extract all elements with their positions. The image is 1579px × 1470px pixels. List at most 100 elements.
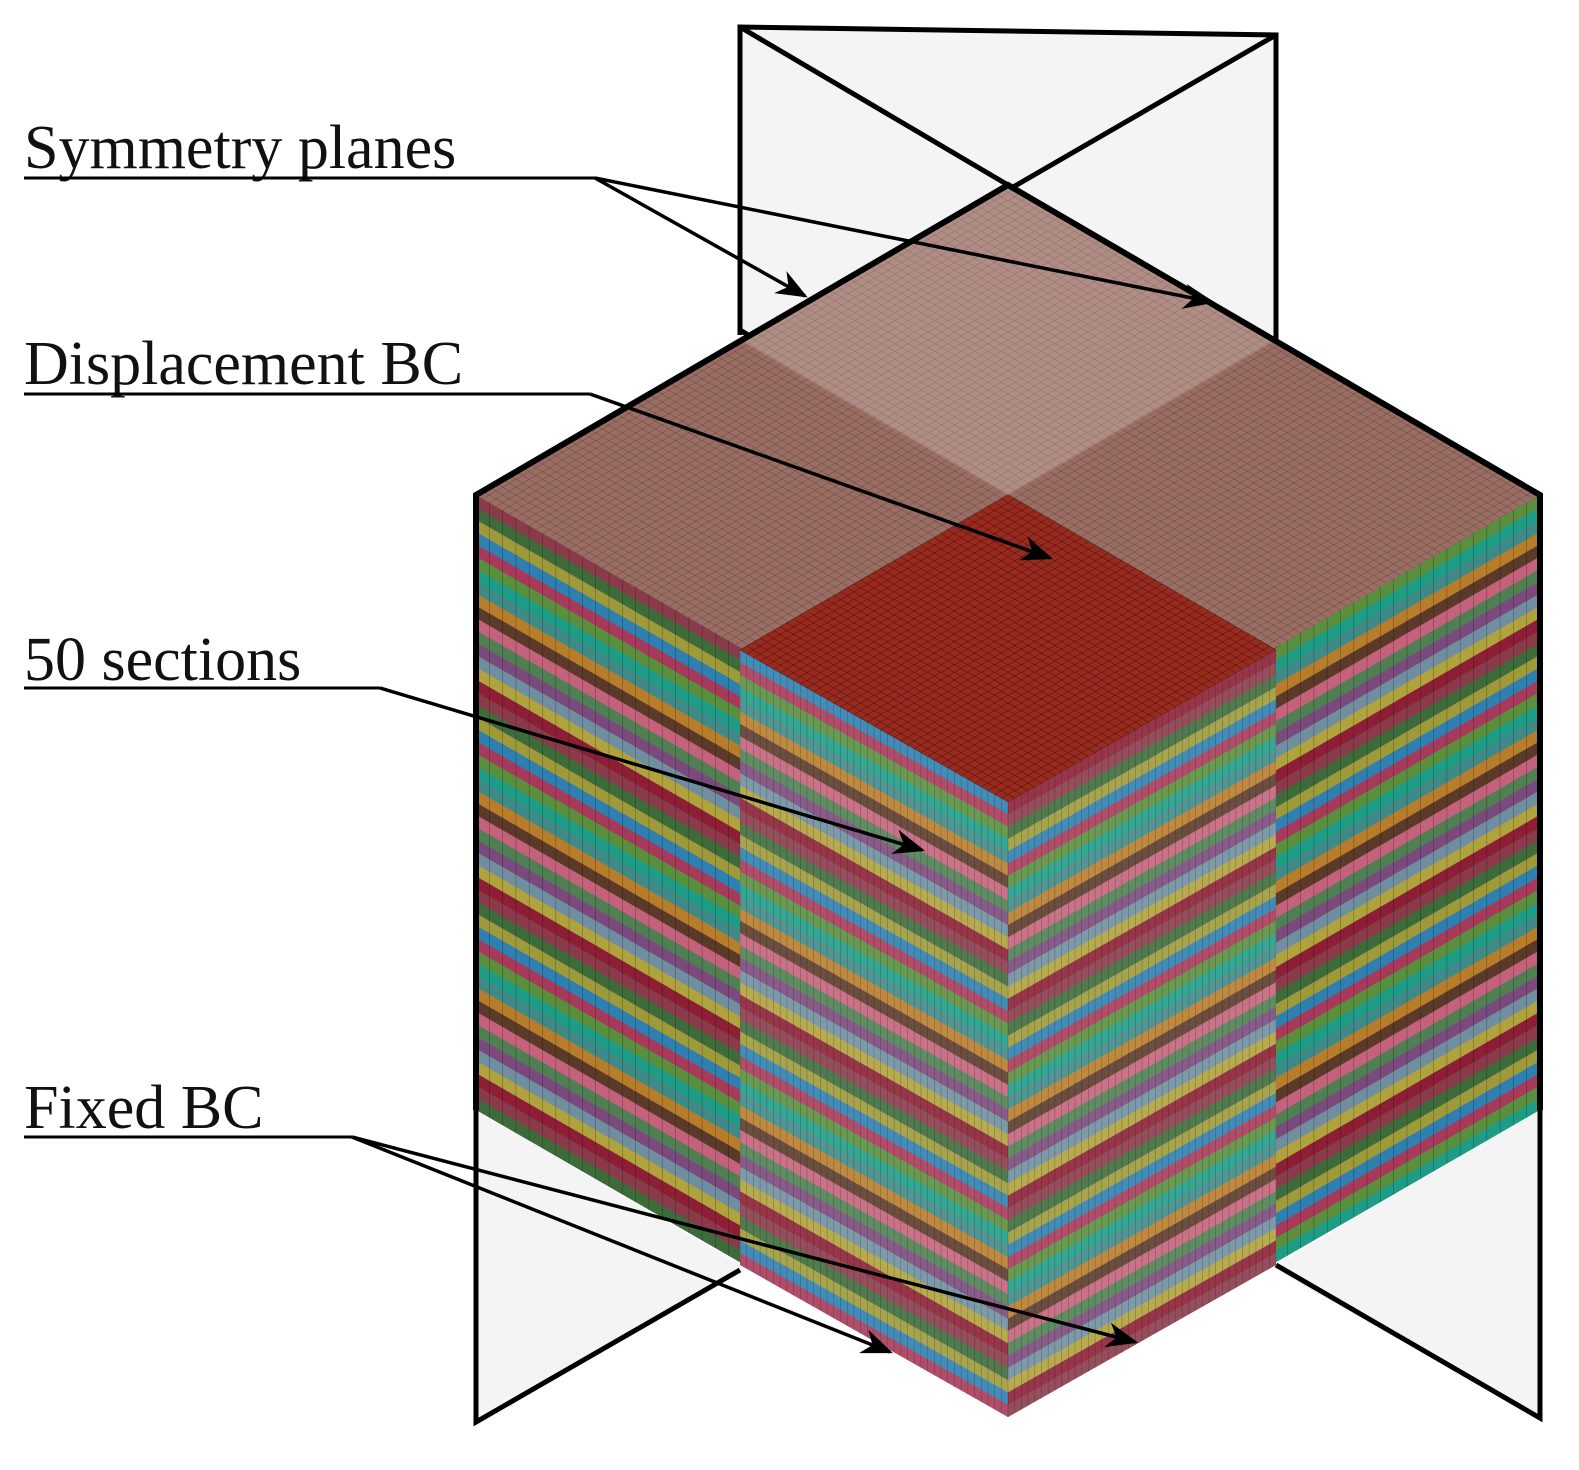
mesh-line [927, 603, 1196, 757]
section-layer [1008, 1117, 1276, 1283]
mesh-line [755, 331, 1288, 642]
section-layer [740, 662, 1008, 828]
section-layer [1008, 650, 1276, 815]
symmetry-planes-arrow-2 [594, 176, 1216, 309]
section-layer [1008, 1228, 1276, 1393]
section-layer [1008, 1240, 1276, 1406]
mesh-line [840, 591, 1109, 746]
mesh-line [974, 204, 1507, 515]
mesh-line [887, 564, 1156, 719]
mesh-line [940, 610, 1210, 765]
displacement-bc-face [740, 495, 1276, 802]
symmetry-planes-arrow-1 [594, 176, 808, 298]
mesh-line [515, 207, 1049, 519]
section-layer [1008, 1006, 1276, 1172]
mesh-line [1007, 649, 1277, 803]
section-layer [740, 760, 1008, 926]
mesh-line [914, 238, 1448, 549]
inner-right-face [1008, 650, 1276, 1417]
symmetry-plane-lower-right-edge [1274, 1110, 1543, 1423]
fixed-bc-label: Fixed BC [24, 1074, 263, 1142]
section-layer [1008, 932, 1276, 1098]
section-layer [740, 686, 1008, 852]
mesh-line [780, 517, 1049, 674]
section-layer [740, 1006, 1008, 1172]
sections-arrow [379, 686, 926, 854]
mesh-line [853, 583, 1123, 738]
section-layer [1008, 711, 1276, 877]
symmetry-planes-label: Symmetry planes [24, 114, 456, 182]
mesh-line [854, 273, 1388, 584]
mesh-line [887, 579, 1156, 734]
mesh-line [947, 614, 1216, 769]
section-layer [1008, 1215, 1276, 1381]
mesh-line [981, 634, 1250, 788]
mesh-line [595, 254, 1128, 565]
section-layer [740, 736, 1008, 901]
section-layer [1008, 1019, 1276, 1184]
section-layer [1008, 723, 1276, 889]
mesh-line [575, 242, 1108, 553]
mesh-line [987, 196, 1521, 507]
mesh-line [768, 324, 1301, 634]
section-layer [740, 994, 1008, 1160]
section-layer [740, 1117, 1008, 1283]
section-layer [740, 957, 1008, 1123]
mesh-line [759, 638, 1029, 791]
mesh-line [860, 564, 1129, 719]
mesh-line [786, 521, 1056, 677]
mesh-line [947, 529, 1216, 685]
section-layer [1008, 674, 1276, 840]
section-layer [1008, 1166, 1276, 1332]
section-layer [1008, 773, 1276, 938]
section-layer [1008, 846, 1276, 1012]
mesh-line [881, 258, 1414, 569]
section-layer [740, 982, 1008, 1147]
symmetry-plane-b-edge [1006, 32, 1278, 193]
mesh-line [793, 525, 1062, 681]
mesh-line [753, 641, 1022, 795]
mesh-line [635, 277, 1168, 588]
mesh-line [522, 211, 1055, 523]
mesh-line [987, 506, 1257, 662]
mesh-line [715, 324, 1248, 634]
section-layer [1008, 809, 1276, 975]
displacement-bc-label: Displacement BC [24, 330, 463, 398]
mesh-line [967, 207, 1501, 519]
section-layer [740, 945, 1008, 1111]
mesh-line [648, 285, 1182, 596]
mesh-line [894, 250, 1428, 561]
section-layer [740, 859, 1008, 1024]
mesh-line [795, 308, 1328, 619]
mesh-line [914, 548, 1183, 704]
mesh-line [602, 258, 1135, 569]
section-layer [1008, 834, 1276, 1000]
mesh-line [934, 607, 1203, 761]
symmetry-plane-lower-left-edge [473, 1110, 742, 1427]
mesh-line [821, 293, 1354, 603]
mesh-line [786, 622, 1056, 776]
mesh-line [814, 297, 1348, 607]
section-layer [1008, 699, 1276, 865]
mesh-line [826, 545, 1096, 700]
section-layer [1008, 1043, 1276, 1209]
mesh-line [868, 266, 1401, 576]
mesh-line [867, 568, 1136, 723]
section-layer [740, 1105, 1008, 1270]
section-layer [1008, 908, 1276, 1074]
mesh-line [987, 638, 1257, 791]
mesh-line [908, 242, 1441, 553]
mesh-line [981, 510, 1250, 666]
mesh-line [940, 533, 1210, 689]
section-layer [1008, 1080, 1276, 1246]
mesh-line [542, 223, 1075, 534]
mesh-line [900, 587, 1169, 742]
mesh-line [582, 246, 1115, 557]
mesh-line [927, 541, 1196, 696]
section-layer [740, 809, 1008, 975]
mesh-line [813, 607, 1082, 761]
mesh-line [701, 316, 1235, 626]
mesh-line [739, 649, 1009, 803]
mesh-line [642, 281, 1175, 592]
